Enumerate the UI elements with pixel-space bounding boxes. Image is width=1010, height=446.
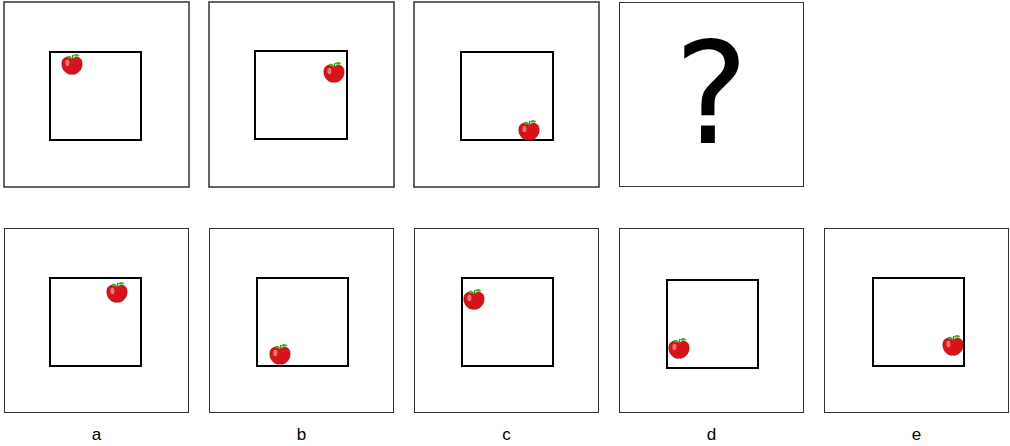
apple-icon — [324, 62, 344, 82]
apple-icon — [943, 335, 963, 355]
panel-frame — [4, 2, 189, 187]
inner-square — [667, 280, 758, 368]
option-letter: b — [210, 425, 393, 445]
apple-icon — [519, 120, 539, 140]
panel-frames — [4, 2, 599, 187]
answer-option-panel: a — [4, 228, 189, 413]
apple-icon — [464, 289, 484, 309]
answer-option-panel: b — [209, 228, 394, 413]
option-letter: e — [825, 425, 1008, 445]
apple-icon — [107, 282, 127, 302]
inner-square — [50, 52, 141, 140]
question-mark: ? — [620, 3, 803, 186]
panel-frame — [209, 2, 394, 187]
option-letter: c — [415, 425, 598, 445]
inner-square — [257, 278, 348, 366]
inner-square — [462, 278, 553, 366]
inner-square — [255, 51, 347, 139]
inner-squares — [50, 51, 964, 368]
panel-frame — [414, 2, 599, 187]
apple-icon — [669, 338, 689, 358]
answer-option-panel: e — [824, 228, 1009, 413]
answer-option-panel: c — [414, 228, 599, 413]
question-panel: ? — [619, 2, 804, 187]
apples — [62, 54, 963, 364]
apple-icon — [62, 54, 82, 74]
inner-square — [873, 278, 964, 366]
answer-option-panel: d — [619, 228, 804, 413]
inner-square — [50, 278, 141, 366]
option-letter: d — [620, 425, 803, 445]
apple-icon — [270, 344, 290, 364]
inner-square — [461, 52, 553, 140]
option-letter: a — [5, 425, 188, 445]
